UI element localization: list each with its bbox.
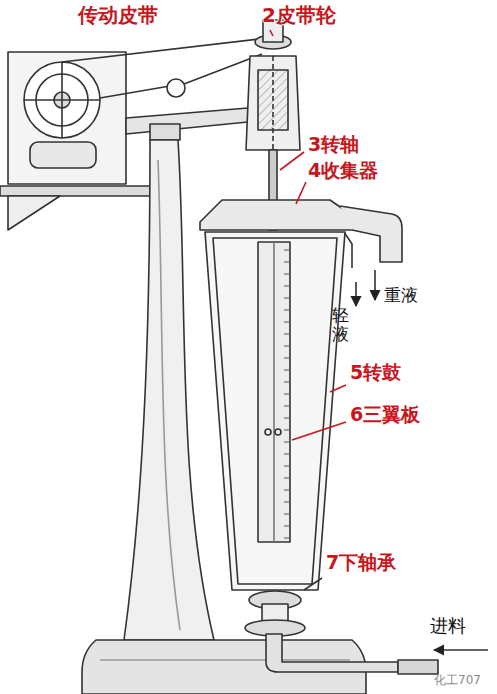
plate-tick	[284, 286, 290, 287]
plate-tick	[284, 418, 290, 419]
plate-tick	[284, 454, 290, 455]
plate-tick	[284, 430, 290, 431]
watermark: 化工707	[434, 674, 481, 688]
plate-tick	[284, 370, 290, 371]
flow-label: 重液	[384, 286, 418, 306]
plate-tick	[284, 298, 290, 299]
plate-tick	[284, 358, 290, 359]
plate-tick	[284, 490, 290, 491]
plate-tick	[284, 502, 290, 503]
plate-tick	[284, 442, 290, 443]
callout-number: 5转鼓	[350, 362, 401, 384]
callout-number: 6三翼板	[350, 404, 420, 426]
callout-number: 2皮带轮	[262, 4, 336, 27]
plate-tick	[284, 346, 290, 347]
plate-tick	[284, 526, 290, 527]
plate-tick	[284, 406, 290, 407]
part-name: 传动皮带	[78, 4, 158, 27]
plate-tick	[284, 274, 290, 275]
callout-number: 7下轴承	[326, 552, 396, 574]
plate-tick	[284, 466, 290, 467]
flow-label: 进料	[430, 616, 466, 637]
callout-number: 3转轴	[308, 134, 359, 156]
plate-tick	[284, 538, 290, 539]
callout-number: 4收集器	[308, 160, 378, 182]
plate-tick	[284, 478, 290, 479]
plate-tick	[284, 514, 290, 515]
plate-tick	[284, 310, 290, 311]
plate-tick	[284, 322, 290, 323]
flow-label: 轻液	[332, 306, 349, 343]
plate-tick	[284, 394, 290, 395]
plate-tick	[284, 262, 290, 263]
plate-tick	[284, 250, 290, 251]
plate-tick	[284, 334, 290, 335]
plate-tick	[284, 382, 290, 383]
